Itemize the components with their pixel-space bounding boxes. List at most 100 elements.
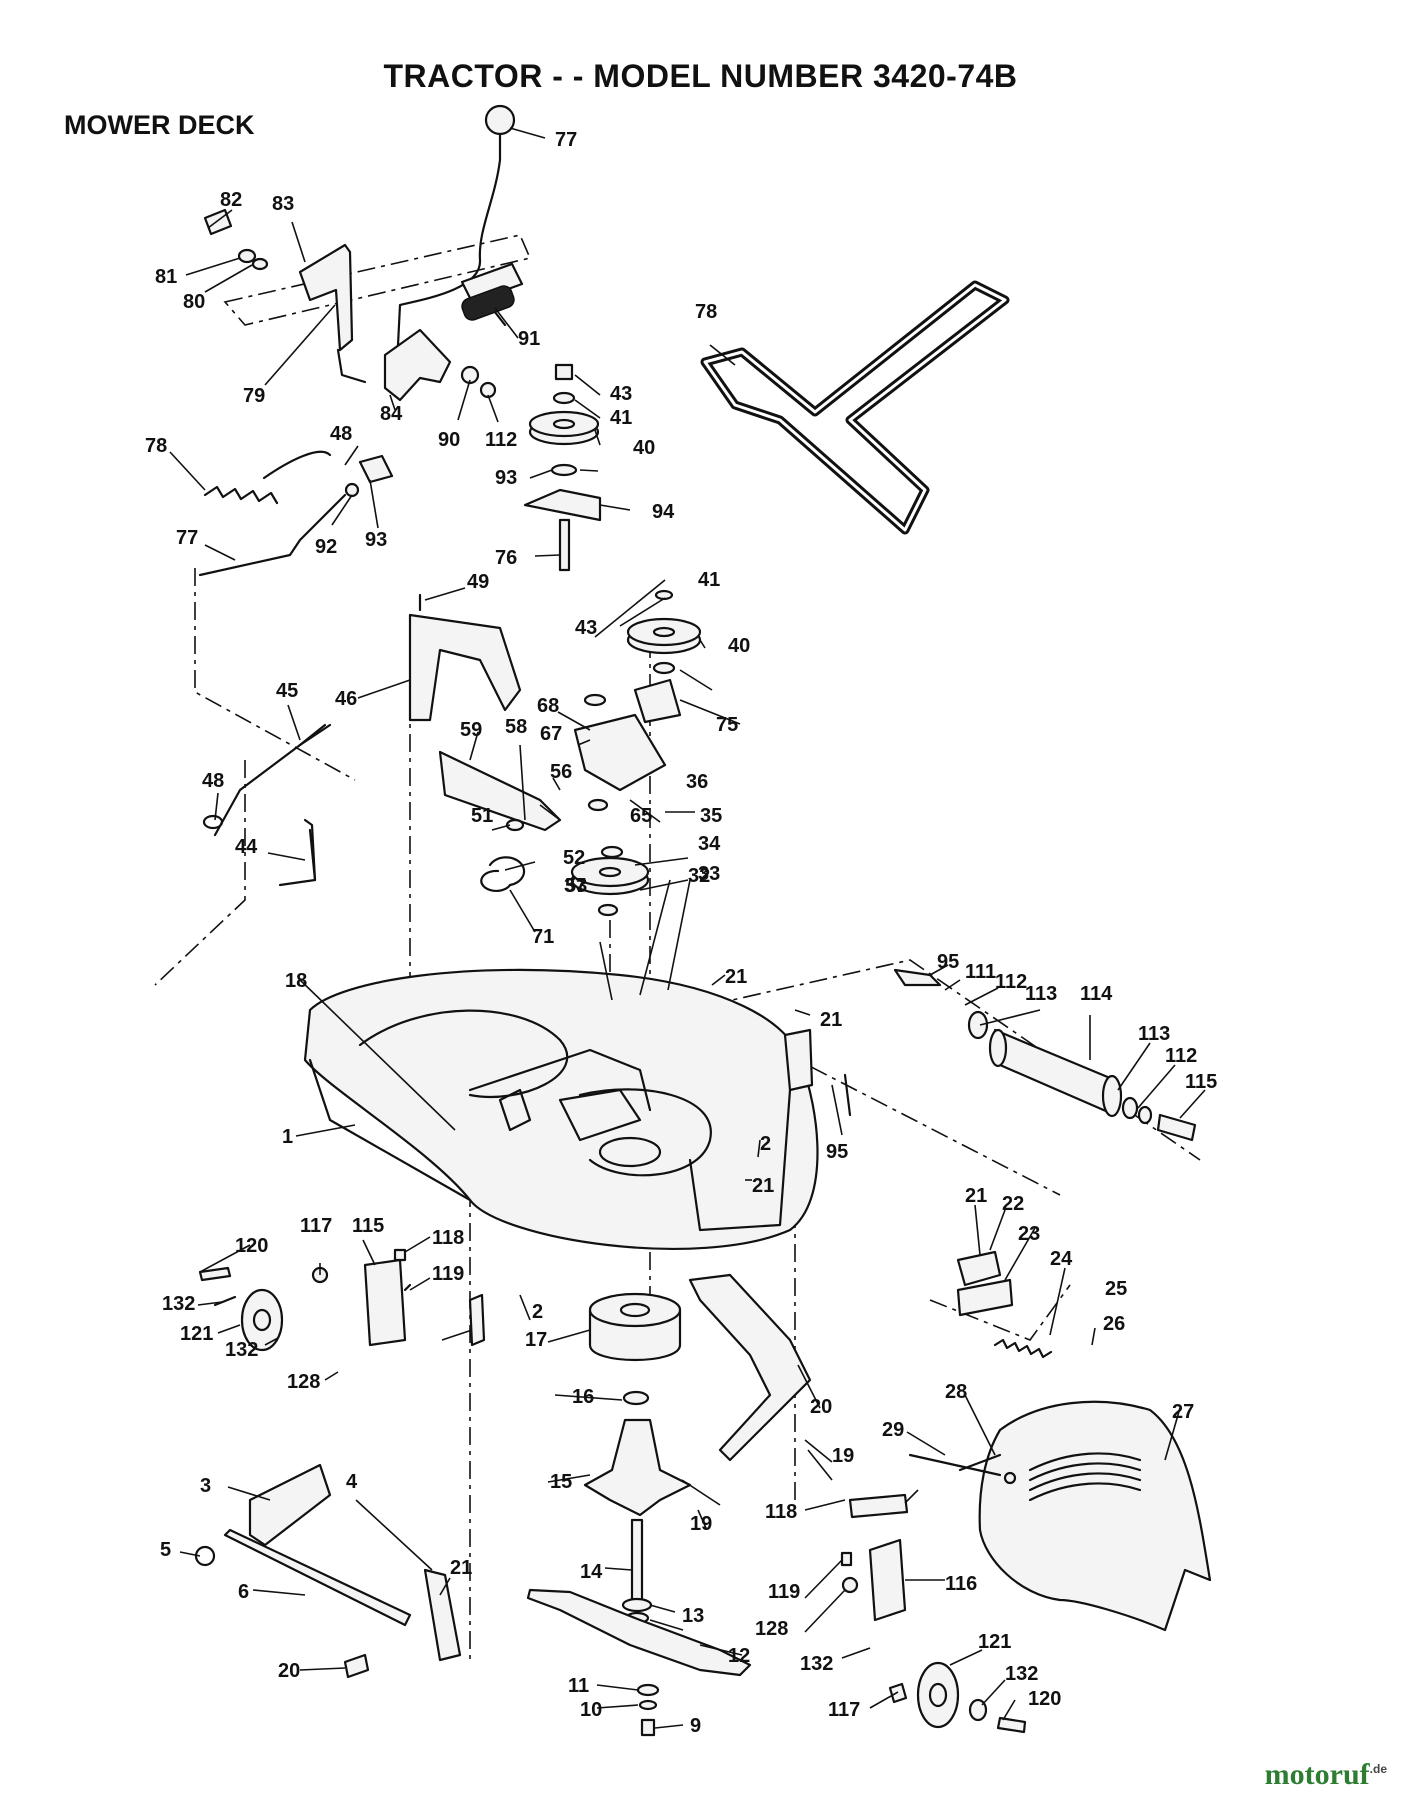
callout-95: 115 (1185, 1071, 1217, 1093)
callout-120-right: 132 (1005, 1663, 1038, 1685)
lever-grip-80 (461, 285, 515, 321)
callout-17: 18 (285, 970, 307, 992)
callout-15: 16 (572, 1386, 594, 1408)
callout-54: 65 (630, 805, 652, 827)
callout-10: 11 (568, 1675, 589, 1697)
callout-13: 14 (580, 1561, 603, 1583)
belt-guide-20 (688, 1273, 812, 1462)
callout-32: 34 (698, 833, 721, 855)
callout-22: 22 (1002, 1193, 1024, 1215)
callout-91: 111 (965, 961, 996, 983)
callout-35: 37 (564, 875, 586, 897)
callout-4: 4 (346, 1471, 358, 1493)
callout-3: 3 (200, 1475, 211, 1497)
lift-link-78 (383, 328, 497, 402)
callout-36-top: 40 (633, 437, 655, 459)
callout-116-right: 120 (1028, 1688, 1061, 1710)
hanger-bracket-22-23 (956, 1250, 1053, 1359)
anti-scalp-roller-94 (893, 968, 1197, 1142)
callout-52: 58 (505, 716, 527, 738)
lift-bracket-77-73 (298, 243, 367, 384)
callout-119-right: 132 (800, 1653, 833, 1675)
roller-bracket (783, 1028, 852, 1117)
callout-59: 75 (716, 714, 738, 736)
belt-guard-44 (408, 593, 522, 722)
callout-21-c: 21 (752, 1175, 774, 1197)
callout-90-top: 95 (937, 951, 959, 973)
callout-55: 67 (540, 723, 562, 745)
callout-117-left: 121 (180, 1323, 213, 1345)
callout-12: 13 (682, 1605, 704, 1627)
callout-29: 29 (882, 1419, 904, 1441)
callout-2-right: 2 (760, 1133, 771, 1155)
gauge-wheel-left-117 (198, 1266, 284, 1352)
callout-92-roller-bottom: 112 (1165, 1045, 1197, 1067)
callout-67: 77 (555, 129, 577, 151)
callout-40-top: 43 (610, 383, 632, 405)
callout-5: 5 (160, 1539, 171, 1561)
callout-76: 82 (220, 189, 242, 211)
callout-92-roller-top: 112 (995, 971, 1027, 993)
callout-34: 36 (686, 771, 708, 793)
callout-25: 25 (1105, 1278, 1127, 1300)
callout-33: 35 (700, 805, 722, 827)
drive-belt-68 (700, 280, 1010, 535)
callout-18-bottom: 19 (690, 1513, 712, 1535)
shield-plate-121 (468, 1293, 486, 1347)
callout-37-top: 41 (610, 407, 632, 429)
callout-84: 94 (652, 501, 675, 523)
callout-19: 20 (278, 1660, 300, 1682)
watermark-brand: motoruf (1264, 1758, 1370, 1791)
callout-94: 114 (1080, 983, 1113, 1005)
callout-53: 59 (460, 719, 482, 741)
callout-49: 52 (563, 847, 585, 869)
callout-119-left: 132 (225, 1339, 258, 1361)
callout-74: 80 (183, 291, 205, 313)
callout-21-d: 21 (965, 1185, 987, 1207)
callout-51: 56 (550, 761, 572, 783)
callout-11: 12 (728, 1645, 750, 1667)
deck-rod-43 (213, 723, 332, 837)
callout-24: 24 (1050, 1248, 1073, 1270)
callout-45-top: 48 (330, 423, 352, 445)
callout-43: 45 (276, 680, 298, 702)
callout-21-e: 21 (450, 1557, 472, 1579)
callout-77: 83 (272, 193, 294, 215)
callout-113-right: 117 (828, 1699, 860, 1721)
site-watermark: motoruf.de (1265, 1758, 1387, 1792)
callout-115-left: 119 (432, 1263, 464, 1285)
callout-81: 92 (315, 536, 337, 558)
callout-2-mid: 2 (532, 1301, 543, 1323)
callout-14: 15 (550, 1471, 572, 1493)
callout-56: 68 (537, 695, 559, 717)
callout-111: 115 (352, 1215, 384, 1237)
callout-114-left: 118 (432, 1227, 464, 1249)
callout-21-a: 21 (725, 966, 747, 988)
callout-120-left: 132 (162, 1293, 195, 1315)
lift-rod-71 (198, 454, 394, 577)
lift-handle-knob-67 (396, 104, 524, 347)
callout-18-right: 19 (832, 1445, 854, 1467)
callout-115-right: 119 (768, 1581, 800, 1603)
callout-78: 84 (380, 403, 403, 425)
callout-48: 51 (471, 805, 493, 827)
callout-71: 77 (176, 527, 198, 549)
idler-pulley-stack-middle (626, 589, 702, 724)
mower-deck-housing-1 (303, 968, 819, 1250)
lift-spring-72 (203, 450, 332, 505)
callout-114-right: 118 (765, 1501, 797, 1523)
shield-plate-121-right (848, 1493, 909, 1519)
brake-arm-53 (438, 750, 562, 892)
callout-8: 9 (690, 1715, 701, 1737)
callout-30: 32 (688, 865, 710, 887)
front-bracket-111 (311, 1248, 412, 1347)
callout-28: 28 (945, 1381, 967, 1403)
idler-pulley-stack-upper (523, 363, 602, 572)
blade-bolt-8-9-10 (636, 1683, 660, 1737)
chute-rod-28-29 (908, 1453, 1017, 1485)
callout-72: 78 (145, 435, 167, 457)
front-link-assembly (194, 1463, 462, 1679)
watermark-tld: .de (1369, 1762, 1387, 1776)
callout-80: 91 (518, 328, 540, 350)
